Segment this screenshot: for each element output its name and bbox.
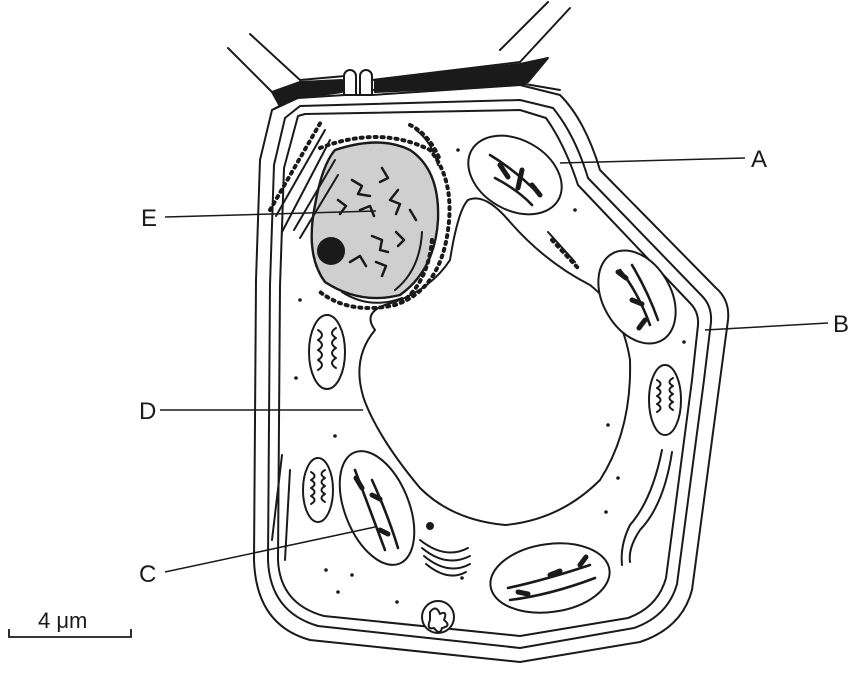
scale-bar-label: 4 μm — [38, 608, 87, 633]
label-b: B — [833, 311, 849, 338]
label-a: A — [751, 146, 767, 173]
nucleolus — [317, 237, 345, 265]
mitochondrion — [309, 315, 345, 389]
peroxisome — [422, 601, 454, 633]
label-c: C — [139, 561, 156, 588]
label-e: E — [141, 205, 157, 232]
mitochondrion — [303, 458, 333, 522]
label-d: D — [139, 398, 156, 425]
mitochondrion — [649, 365, 681, 435]
